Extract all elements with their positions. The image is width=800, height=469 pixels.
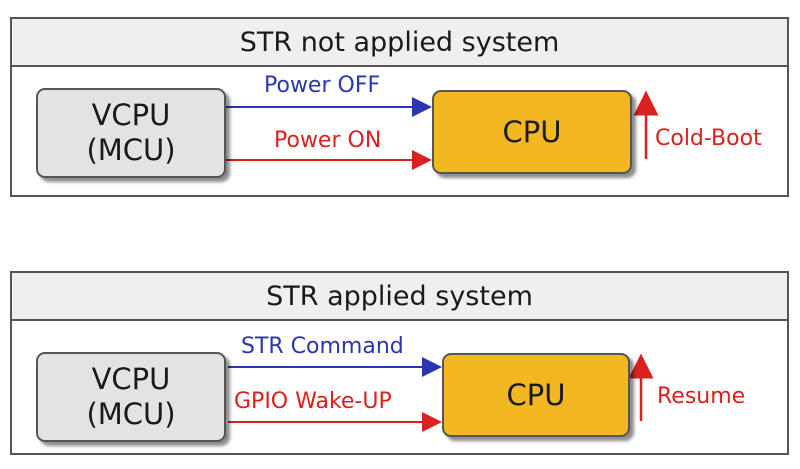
panel-body: VCPU (MCU) CPU STR Command GPIO Wake-UP … xyxy=(12,321,787,453)
cpu-node: CPU xyxy=(442,353,630,437)
panel-str-not-applied: STR not applied system VCPU (MCU) CPU Po… xyxy=(10,17,789,197)
vcpu-label: VCPU xyxy=(91,362,171,397)
panel-title: STR applied system xyxy=(12,273,787,321)
side-label-cold-boot: Cold-Boot xyxy=(655,126,762,151)
vcpu-node: VCPU (MCU) xyxy=(36,352,226,442)
arrows-layer xyxy=(228,353,654,432)
side-label-resume: Resume xyxy=(657,384,746,409)
edge-label-str-command: STR Command xyxy=(241,334,404,359)
vcpu-node: VCPU (MCU) xyxy=(36,88,226,178)
vcpu-sublabel: (MCU) xyxy=(86,397,176,431)
vcpu-sublabel: (MCU) xyxy=(86,133,176,167)
arrows-layer xyxy=(226,90,659,170)
panel-str-applied: STR applied system VCPU (MCU) CPU STR Co… xyxy=(10,271,789,455)
vcpu-label: VCPU xyxy=(91,98,171,133)
cpu-node: CPU xyxy=(432,90,632,174)
edge-label-gpio-wake-up: GPIO Wake-UP xyxy=(234,389,392,414)
cpu-label: CPU xyxy=(506,377,566,412)
edge-label-power-on: Power ON xyxy=(274,128,382,153)
edge-label-power-off: Power OFF xyxy=(264,73,381,98)
panel-body: VCPU (MCU) CPU Power OFF Power ON Cold-B… xyxy=(12,67,787,195)
panel-title: STR not applied system xyxy=(12,19,787,67)
cpu-label: CPU xyxy=(502,114,562,149)
